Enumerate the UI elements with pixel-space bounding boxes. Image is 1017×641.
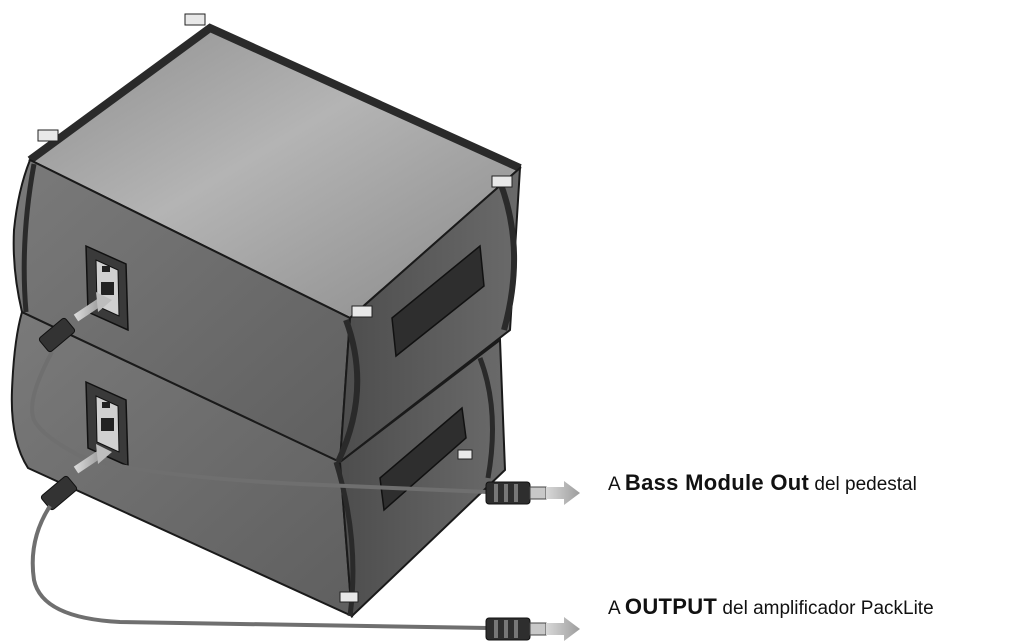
upper-input-plug (38, 292, 112, 353)
cable-end-packlite-output (485, 617, 580, 641)
callout-emphasis: Bass Module Out (624, 470, 810, 495)
upper-module-side-face (12, 158, 352, 464)
lower-module-handle (379, 406, 467, 512)
jumper-cable (30, 351, 489, 494)
callout-prefix: A (608, 474, 625, 495)
callout-prefix: A (608, 598, 625, 619)
callout-emphasis: OUTPUT (624, 594, 718, 619)
arrow-right-icon (546, 617, 580, 641)
callout-suffix: del pedestal (809, 474, 917, 495)
callout-bass-module-out: A Bass Module Out del pedestal (608, 470, 917, 495)
output-cable (30, 504, 489, 630)
cables (30, 292, 489, 630)
arrow-right-icon (546, 481, 580, 505)
upper-bass-module (12, 13, 522, 465)
callout-suffix: del amplificador PackLite (717, 598, 934, 619)
lower-input-plug (40, 444, 112, 511)
lower-module-front-face (338, 338, 507, 619)
callout-packlite-output: A OUTPUT del amplificador PackLite (608, 594, 934, 619)
cable-end-bass-module-out (485, 481, 580, 505)
upper-module-handle (391, 244, 485, 358)
